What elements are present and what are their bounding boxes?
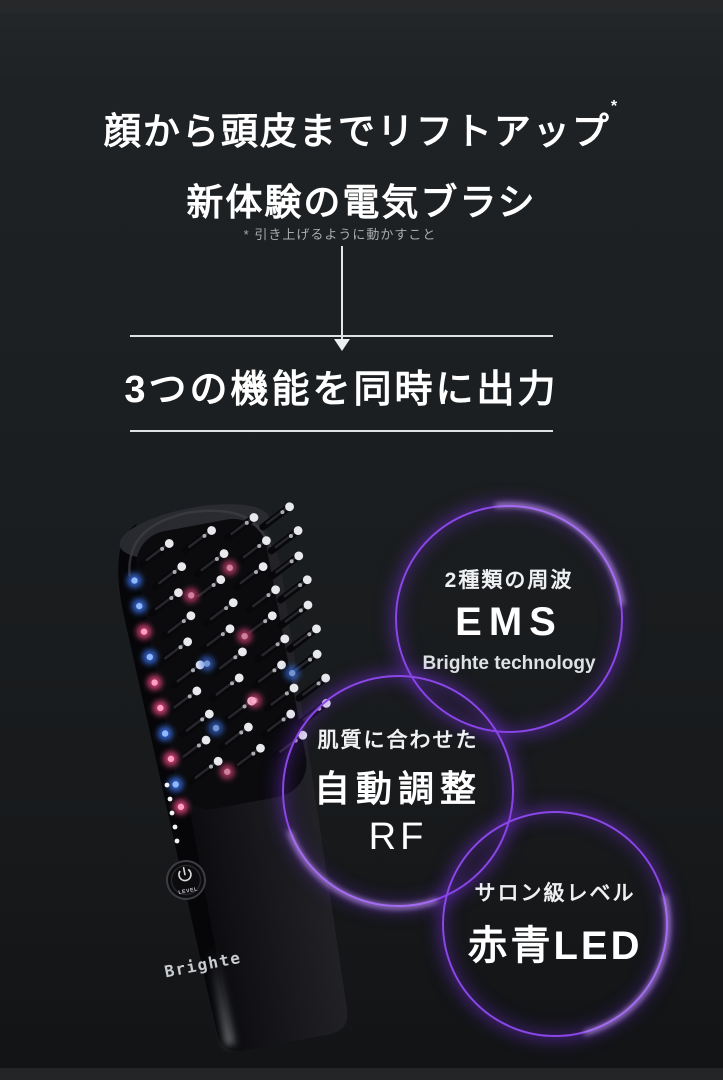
divider-top [130, 335, 553, 337]
bottom-letterbox-strip [0, 1068, 723, 1080]
page-title-line1: 顔から頭皮までリフトアップ* [0, 98, 723, 155]
device-body [118, 489, 348, 1051]
led-title: 赤青LED [467, 924, 643, 968]
rf-subtitle: 肌質に合わせた [317, 728, 479, 752]
feature-circle-led: サロン級レベル 赤青LED [442, 811, 668, 1037]
divider-bottom [130, 430, 553, 432]
top-letterbox-strip [0, 0, 723, 13]
level-button-label: LEVEL [178, 886, 199, 896]
title-text: 顔から頭皮までリフトアップ [103, 111, 611, 152]
level-button: LEVEL [166, 860, 206, 900]
feature-circle-rf: 肌質に合わせた 自動調整 RF [282, 675, 514, 907]
rf-caption: RF [368, 815, 428, 858]
ems-title: EMS [455, 599, 563, 644]
rf-title: 自動調整 [313, 767, 482, 809]
down-arrow-icon [334, 339, 350, 351]
feature-circle-ems: 2種類の周波 EMS Brighte technology [395, 505, 623, 733]
section-heading: 3つの機能を同時に出力 [124, 369, 559, 411]
ems-subtitle: 2種類の周波 [444, 568, 574, 592]
down-arrow-line [341, 246, 343, 340]
ems-caption: Brighte technology [422, 652, 596, 674]
product-brush-image: LEVEL Brighte [118, 470, 348, 1051]
footnote-text: * 引き上げるように動かすこと [243, 227, 437, 242]
level-indicator-dots [164, 782, 180, 844]
led-subtitle: サロン級レベル [474, 882, 636, 905]
page-title-line2: 新体験の電気ブラシ [186, 182, 537, 223]
power-icon [178, 866, 192, 882]
asterisk-mark: * [610, 98, 620, 115]
